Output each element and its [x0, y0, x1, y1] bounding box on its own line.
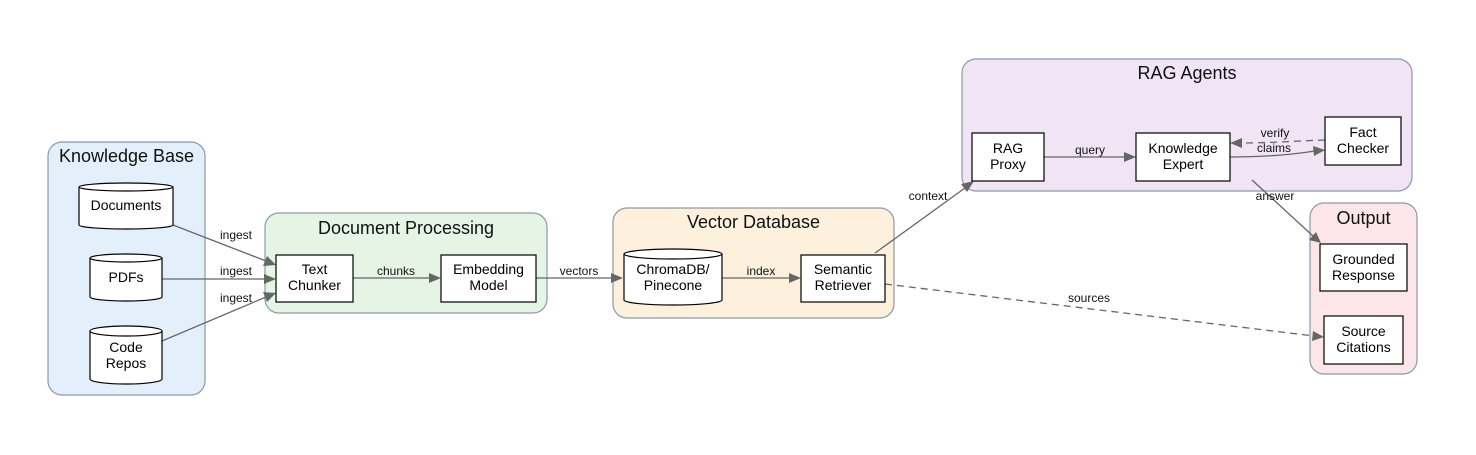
edge-label-index: index — [747, 264, 776, 278]
chromadb-cylinder — [623, 248, 723, 306]
cluster-document-processing-title: Document Processing — [318, 218, 494, 238]
documents-cylinder — [78, 182, 174, 230]
node-knowledge-expert: Knowledge Expert — [1135, 132, 1231, 182]
embedding-model-label-line-1: Embedding — [453, 261, 524, 277]
knowledge-expert-box — [1135, 132, 1231, 182]
arrowhead-retriever-to-citations — [1312, 331, 1324, 341]
embedding-model-label-line-2: Model — [469, 277, 507, 293]
chromadb-cylinder-rim — [623, 253, 723, 260]
semantic-retriever-box — [800, 254, 886, 303]
pdfs-cylinder — [89, 253, 163, 302]
edge-label-ingest-documents: ingest — [220, 228, 253, 242]
edge-label-claims: claims — [1257, 141, 1291, 155]
cluster-knowledge-base-title: Knowledge Base — [59, 146, 194, 166]
arrowhead-pdfs-to-chunker — [264, 274, 276, 284]
edge-label-query: query — [1075, 143, 1105, 157]
arrowhead-documents-to-chunker — [263, 256, 276, 266]
node-grounded-response: Grounded Response — [1319, 243, 1408, 292]
node-source-citations: Source Citations — [1323, 315, 1404, 365]
pdfs-label: PDFs — [109, 269, 144, 285]
cluster-vector-database-title: Vector Database — [687, 212, 820, 232]
edge-label-ingest-code: ingest — [220, 291, 253, 305]
edge-label-verify: verify — [1261, 126, 1290, 140]
code-repos-label-line-2: Repos — [106, 355, 146, 371]
edge-expert-to-grounded — [1251, 179, 1314, 237]
arrowhead-code-to-chunker — [263, 292, 276, 302]
node-rag-proxy: RAG Proxy — [971, 132, 1045, 182]
arrowhead-retriever-to-proxy — [961, 181, 974, 192]
node-pdfs: PDFs — [89, 253, 163, 302]
grounded-response-label-line-1: Grounded — [1332, 251, 1394, 267]
documents-label: Documents — [91, 197, 162, 213]
edge-label-ingest-pdfs: ingest — [220, 264, 253, 278]
source-citations-label-line-2: Citations — [1336, 339, 1390, 355]
text-chunker-label-line-1: Text — [302, 261, 328, 277]
semantic-retriever-label-line-2: Retriever — [815, 277, 872, 293]
edges: ingest ingest ingest chunks vectors inde… — [161, 126, 1326, 342]
node-fact-checker: Fact Checker — [1324, 116, 1402, 166]
arrowhead-chunker-to-embedding — [429, 273, 441, 283]
fact-checker-label-line-2: Checker — [1337, 140, 1389, 156]
chromadb-label-line-2: Pinecone — [644, 277, 703, 293]
arrowhead-expert-to-grounded — [1309, 232, 1321, 243]
node-embedding-model: Embedding Model — [440, 254, 537, 303]
node-chromadb: ChromaDB/ Pinecone — [623, 248, 723, 306]
fact-checker-label-line-1: Fact — [1349, 124, 1376, 140]
source-citations-label-line-1: Source — [1341, 323, 1386, 339]
knowledge-expert-label-line-1: Knowledge — [1148, 140, 1217, 156]
grounded-response-box — [1319, 243, 1408, 292]
edge-label-sources: sources — [1068, 291, 1110, 305]
edge-label-vectors: vectors — [560, 264, 599, 278]
text-chunker-box — [275, 254, 354, 303]
edge-expert-to-factchecker — [1229, 150, 1316, 158]
edge-label-context: context — [909, 189, 948, 203]
cluster-rag-agents-title: RAG Agents — [1137, 63, 1236, 83]
semantic-retriever-label-line-1: Semantic — [814, 261, 872, 277]
node-code-repos: Code Repos — [89, 325, 163, 385]
edge-label-chunks: chunks — [377, 264, 415, 278]
rag-proxy-label-line-2: Proxy — [990, 156, 1026, 172]
node-semantic-retriever: Semantic Retriever — [800, 254, 886, 303]
code-repos-cylinder-rim — [89, 330, 163, 337]
cluster-output-title: Output — [1336, 208, 1390, 228]
arrowhead-embedding-to-chromadb — [611, 273, 623, 283]
chromadb-label-line-1: ChromaDB/ — [636, 261, 709, 277]
rag-proxy-box — [971, 132, 1045, 182]
edge-label-answer: answer — [1256, 189, 1295, 203]
edge-retriever-to-citations — [884, 283, 1315, 337]
node-documents: Documents — [78, 182, 174, 230]
edge-factchecker-to-expert — [1239, 139, 1326, 144]
grounded-response-label-line-2: Response — [1332, 267, 1395, 283]
cluster-rag-agents: RAG Agents — [961, 58, 1413, 192]
cluster-rag-agents-box — [961, 58, 1413, 192]
knowledge-expert-label-line-2: Expert — [1163, 156, 1204, 172]
arrowhead-chromadb-to-retriever — [789, 273, 801, 283]
node-text-chunker: Text Chunker — [275, 254, 354, 303]
edge-code-to-chunker — [161, 296, 267, 342]
pdfs-cylinder-rim — [89, 257, 163, 263]
edge-retriever-to-proxy — [874, 187, 966, 254]
text-chunker-label-line-2: Chunker — [288, 277, 341, 293]
arrowhead-proxy-to-expert — [1124, 152, 1136, 162]
rag-proxy-label-line-1: RAG — [993, 140, 1023, 156]
arrowhead-expert-to-factchecker — [1313, 146, 1325, 156]
code-repos-cylinder — [89, 325, 163, 385]
fact-checker-box — [1324, 116, 1402, 166]
arrowhead-factchecker-to-expert — [1230, 138, 1242, 148]
code-repos-label-line-1: Code — [109, 339, 143, 355]
embedding-model-box — [440, 254, 537, 303]
documents-cylinder-rim — [78, 186, 174, 192]
edge-documents-to-chunker — [172, 224, 267, 262]
source-citations-box — [1323, 315, 1404, 365]
